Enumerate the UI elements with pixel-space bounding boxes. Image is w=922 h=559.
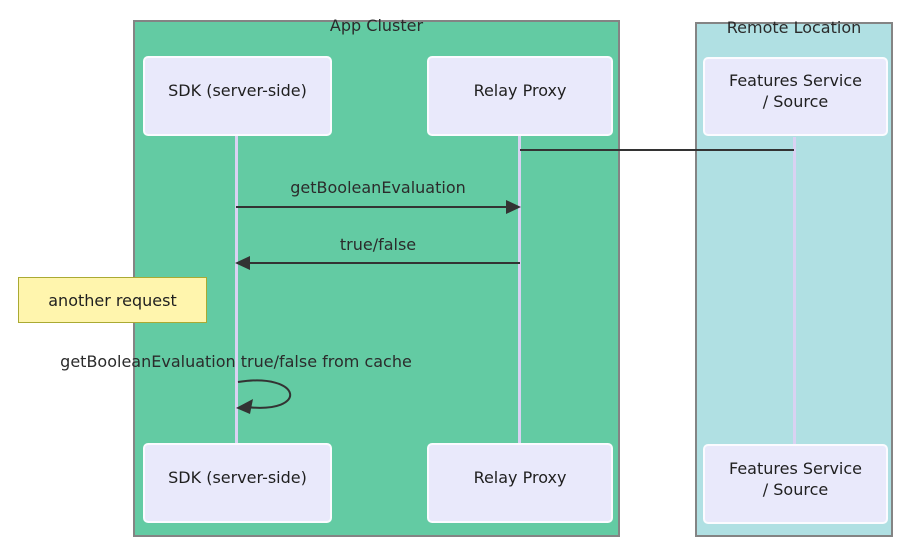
note-another-request: another request — [18, 277, 207, 323]
actor-features-service-bottom: Features Service / Source — [703, 444, 888, 524]
actor-features-service-bottom-line2: / Source — [762, 479, 829, 499]
actor-features-service-bottom-line1: Features Service — [728, 458, 862, 478]
sdk-lifeline — [235, 136, 238, 443]
actor-relay-proxy-top: Relay Proxy — [427, 56, 613, 136]
message-label-true-false: true/false — [339, 235, 417, 254]
remote-location-title: Remote Location — [726, 18, 862, 37]
features-service-lifeline — [793, 137, 796, 444]
actor-features-service-top-line2: / Source — [762, 92, 829, 111]
actor-sdk-bottom: SDK (server-side) — [143, 443, 332, 523]
relay-proxy-lifeline — [518, 136, 521, 443]
actor-sdk-top-label: SDK (server-side) — [168, 81, 307, 100]
message-label-from-cache: getBooleanEvaluation true/false from cac… — [60, 352, 412, 371]
actor-relay-proxy-bottom: Relay Proxy — [427, 443, 613, 523]
actor-sdk-bottom-label: SDK (server-side) — [168, 468, 307, 487]
message-label-get-boolean-evaluation: getBooleanEvaluation — [290, 178, 466, 197]
actor-features-service-top-line1: Features Service — [728, 71, 862, 90]
note-another-request-label: another request — [48, 290, 177, 310]
actor-relay-proxy-bottom-label: Relay Proxy — [473, 468, 567, 487]
actor-features-service-top: Features Service / Source — [703, 57, 888, 136]
actor-relay-proxy-top-label: Relay Proxy — [473, 81, 567, 100]
actor-sdk-top: SDK (server-side) — [143, 56, 332, 136]
app-cluster-title: App Cluster — [329, 16, 424, 35]
